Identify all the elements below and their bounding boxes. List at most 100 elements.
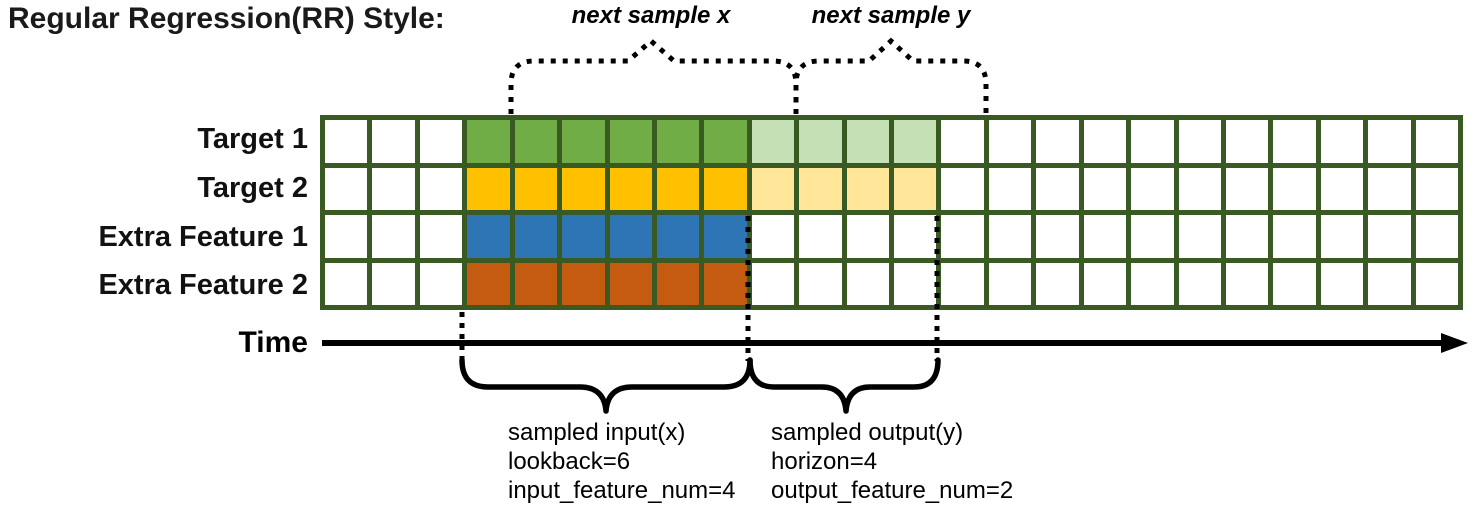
grid-cell [894, 120, 937, 163]
sampled-output-annotation: sampled output(y) horizon=4 output_featu… [771, 418, 1013, 505]
grid-cell [514, 262, 558, 305]
grid-cell [988, 167, 1032, 210]
grid-cell [609, 215, 652, 258]
grid-cell [562, 120, 605, 163]
grid-cell [609, 120, 652, 163]
grid-cell [325, 215, 368, 258]
grid-cell [1368, 262, 1411, 305]
grid-cell [1368, 215, 1411, 258]
next-sample-y-brace [793, 37, 989, 114]
grid-cell [419, 167, 463, 210]
grid-cell [846, 120, 889, 163]
grid-cell [988, 262, 1032, 305]
grid-cell [609, 167, 652, 210]
next-sample-x-brace [508, 37, 799, 114]
input-feature-num-value: input_feature_num=4 [508, 477, 736, 504]
grid-cell [419, 215, 463, 258]
grid-cell [1178, 167, 1221, 210]
grid-cell [799, 262, 842, 305]
next-sample-y-label: next sample y [811, 2, 971, 29]
grid-cell [941, 262, 984, 305]
grid-cell [799, 215, 842, 258]
grid-cell [1131, 167, 1174, 210]
time-axis-label: Time [238, 326, 308, 359]
grid-cell [656, 167, 700, 210]
grid-cell [1320, 120, 1364, 163]
next-sample-x-label: next sample x [571, 2, 731, 29]
grid-cell [704, 167, 747, 210]
grid-cell [1178, 120, 1221, 163]
grid-cell [1320, 262, 1364, 305]
grid-cell [419, 120, 463, 163]
grid-cell [1415, 215, 1458, 258]
grid-cell [1178, 262, 1221, 305]
grid-cell [751, 120, 795, 163]
grid-cell [1368, 120, 1411, 163]
grid-cell [514, 167, 558, 210]
grid-cell [1083, 167, 1127, 210]
grid-cell [1273, 262, 1316, 305]
grid-cell [751, 167, 795, 210]
row-label: Extra Feature 1 [98, 220, 308, 253]
grid-cell [894, 167, 937, 210]
sampled-output-brace [747, 357, 941, 414]
grid-cell [467, 215, 510, 258]
grid-cell [988, 120, 1032, 163]
grid-cell [846, 167, 889, 210]
time-arrow-head [1441, 333, 1468, 353]
sampled-output-label: sampled output(y) [771, 419, 964, 446]
grid-cell [704, 215, 747, 258]
grid-cell [751, 262, 795, 305]
grid-cell [846, 215, 889, 258]
grid-cell [846, 262, 889, 305]
grid-cell [325, 262, 368, 305]
grid-cell [1225, 262, 1269, 305]
sampled-input-brace [459, 357, 753, 414]
lookback-value: lookback=6 [508, 448, 631, 475]
grid-cell [988, 215, 1032, 258]
grid-cell [1036, 262, 1079, 305]
grid-cell [562, 167, 605, 210]
grid-cell [325, 120, 368, 163]
grid-cell [1036, 215, 1079, 258]
grid-cell [1036, 167, 1079, 210]
grid-cell [1131, 120, 1174, 163]
grid-cell [799, 120, 842, 163]
grid [320, 115, 1463, 310]
grid-cell [704, 120, 747, 163]
grid-cell [372, 120, 415, 163]
sampled-input-annotation: sampled input(x) lookback=6 input_featur… [508, 418, 736, 505]
grid-cell [656, 215, 700, 258]
grid-cell [1083, 215, 1127, 258]
output-feature-num-value: output_feature_num=2 [771, 477, 1014, 504]
grid-cell [656, 262, 700, 305]
grid-cell [1083, 120, 1127, 163]
grid-cell [562, 215, 605, 258]
grid-cell [467, 262, 510, 305]
row-label: Target 2 [197, 171, 308, 204]
grid-cell [1273, 215, 1316, 258]
grid-cell [467, 120, 510, 163]
grid-cell [467, 167, 510, 210]
grid-cell [1131, 262, 1174, 305]
grid-cell [419, 262, 463, 305]
sampled-input-label: sampled input(x) [508, 419, 686, 446]
grid-cell [941, 120, 984, 163]
grid-cell [894, 215, 937, 258]
grid-cell [941, 167, 984, 210]
grid-cell [1415, 262, 1458, 305]
grid-cell [1225, 167, 1269, 210]
grid-cell [325, 167, 368, 210]
grid-cell [372, 215, 415, 258]
grid-cell [751, 215, 795, 258]
grid-cell [1273, 120, 1316, 163]
grid-cell [894, 262, 937, 305]
grid-cell [1178, 215, 1221, 258]
grid-cell [372, 262, 415, 305]
grid-cell [514, 215, 558, 258]
grid-cell [1225, 120, 1269, 163]
grid-cell [1225, 215, 1269, 258]
grid-cell [941, 215, 984, 258]
grid-cell [1320, 215, 1364, 258]
